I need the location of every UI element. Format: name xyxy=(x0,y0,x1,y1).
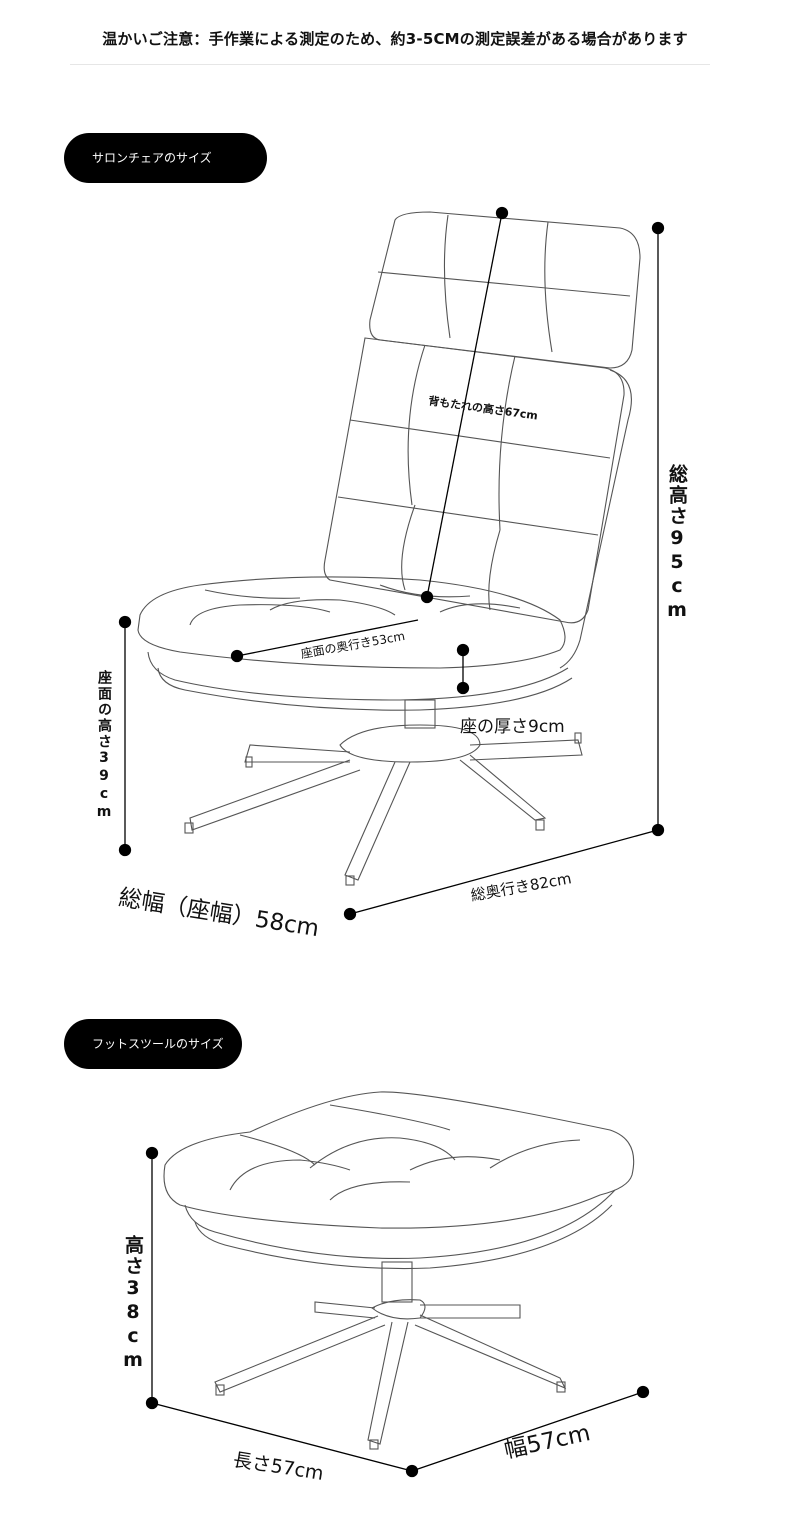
chair-illustration xyxy=(137,211,641,886)
ottoman-dimension-lines xyxy=(145,1146,650,1478)
seat-height-label: 座面の高さ39cm xyxy=(96,670,112,822)
measurement-notice: 温かいご注意：手作業による測定のため、約3-5CMの測定誤差がある場合があります xyxy=(102,30,688,48)
seat-thickness-label: 座の厚さ9cm xyxy=(460,717,565,737)
ottoman-height-label: 高さ38cm xyxy=(122,1235,144,1373)
ottoman-illustration xyxy=(163,1091,635,1450)
chair-size-heading: サロンチェアのサイズ xyxy=(64,133,267,183)
notice-divider xyxy=(70,64,710,65)
chair-dimension-lines xyxy=(118,206,665,921)
total-height-label: 総高さ95cm xyxy=(666,464,688,623)
ottoman-size-heading: フットスツールのサイズ xyxy=(64,1019,242,1069)
